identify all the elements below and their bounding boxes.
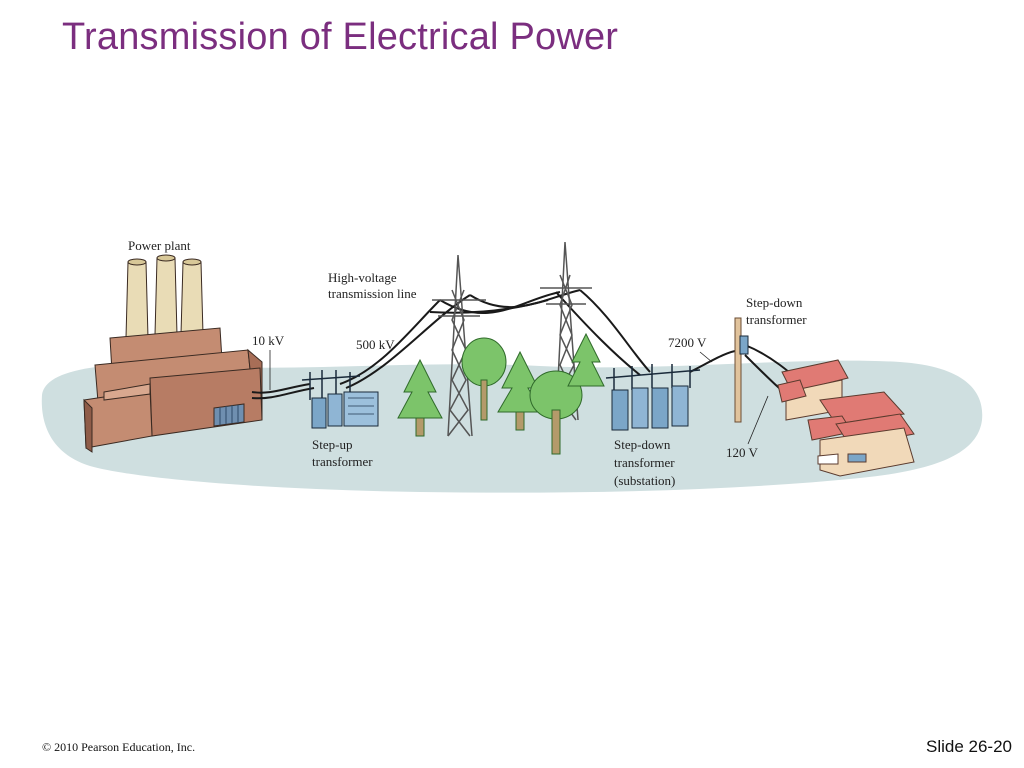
- wire-plant-to-stepup: [251, 383, 311, 394]
- leader-house-voltage: [747, 395, 769, 445]
- copyright-text: © 2010 Pearson Education, Inc.: [42, 740, 196, 754]
- smokestack-right: [180, 261, 204, 335]
- slide-number: Slide 26-20: [925, 737, 1012, 756]
- label-pole-transformer-1: Step-down: [746, 295, 803, 310]
- leader-substation-voltage: [699, 351, 713, 363]
- power-plant: [83, 254, 263, 453]
- label-plant-voltage: 10 kV: [252, 333, 285, 348]
- substation-transformer: [605, 364, 701, 431]
- houses: [777, 359, 915, 477]
- transmission-tower-left: [432, 254, 486, 437]
- label-hv-line-2: transmission line: [328, 286, 417, 301]
- label-house-voltage: 120 V: [726, 445, 759, 460]
- label-step-down-3: (substation): [614, 473, 675, 488]
- label-step-down-2: transformer: [614, 455, 675, 470]
- diagram-labels: Power plant 10 kV High-voltage transmiss…: [128, 238, 807, 488]
- smokestack-middle: [154, 257, 178, 336]
- pole-transformer: [739, 335, 749, 355]
- deciduous-tree: [461, 337, 507, 387]
- slide-title: Transmission of Electrical Power: [62, 16, 619, 58]
- label-power-plant: Power plant: [128, 238, 191, 253]
- label-pole-transformer-2: transformer: [746, 312, 807, 327]
- ground-area: [41, 360, 983, 493]
- label-hv-line-1: High-voltage: [328, 270, 397, 285]
- label-step-up-2: transformer: [312, 454, 373, 469]
- hv-span-2: [579, 289, 651, 373]
- label-step-down-1: Step-down: [614, 437, 671, 452]
- step-up-transformer: [301, 370, 379, 429]
- utility-pole: [734, 317, 749, 423]
- smokestack-left: [125, 261, 149, 339]
- trees: [397, 332, 605, 455]
- label-step-up-1: Step-up: [312, 437, 352, 452]
- label-substation-voltage: 7200 V: [668, 335, 707, 350]
- label-line-voltage: 500 kV: [356, 337, 395, 352]
